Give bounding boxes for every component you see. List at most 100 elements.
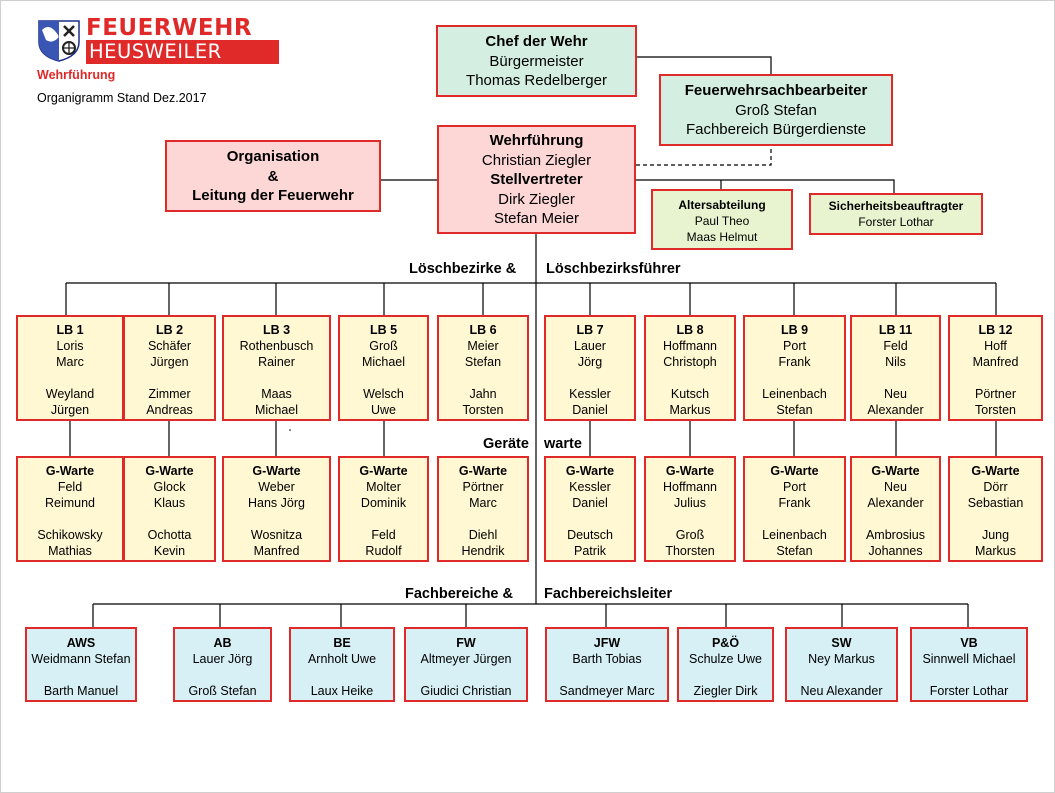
- altersabteilung-member-1: Paul Theo: [694, 214, 750, 228]
- coat-of-arms-icon: [38, 20, 80, 62]
- logo-brand-town: HEUSWEILER: [86, 40, 279, 64]
- fachbereich-deputy: Giudici Christian: [420, 684, 512, 698]
- page-subtitle: Wehrführung: [37, 68, 116, 82]
- leader-surname: Molter: [366, 480, 401, 494]
- spacer: [852, 370, 939, 386]
- deputy-firstname: Manfred: [253, 544, 300, 558]
- leader-firstname: Alexander: [867, 496, 924, 510]
- district-id: LB 5: [369, 323, 398, 337]
- district-id: LB 6: [469, 323, 497, 337]
- fachbereich-deputy: Barth Manuel: [43, 684, 119, 698]
- wehrfuehrung-leader: Christian Ziegler: [481, 151, 592, 169]
- leader-firstname: Klaus: [153, 496, 186, 510]
- leader-surname: Port: [783, 480, 806, 494]
- deputy-surname: Wosnitza: [250, 528, 303, 542]
- geraete-label: Geräte: [483, 436, 529, 452]
- deputy-surname: Kessler: [569, 387, 611, 401]
- deputy-surname: Schikowsky: [37, 528, 103, 542]
- chef-box: Chef der Wehr Bürgermeister Thomas Redel…: [436, 25, 637, 97]
- fachbereich-deputy: Ziegler Dirk: [693, 684, 758, 698]
- leader-firstname: Julius: [674, 496, 706, 510]
- district-id: LB 11: [878, 323, 913, 337]
- spacer: [224, 370, 329, 386]
- fachbereich-leader: Ney Markus: [808, 652, 875, 666]
- leader-surname: Kessler: [569, 480, 611, 494]
- deputy-surname: Leinenbach: [762, 387, 827, 401]
- deputy-firstname: Uwe: [370, 403, 396, 417]
- fachbereichsleiter-label: Fachbereichsleiter: [544, 586, 673, 602]
- fachbereich-leader: Schulze Uwe: [689, 652, 762, 666]
- spacer: [125, 370, 214, 386]
- unit-title: G-Warte: [145, 464, 194, 478]
- altersabteilung-box: Altersabteilung Paul Theo Maas Helmut: [651, 189, 793, 250]
- leader-surname: Meier: [467, 339, 499, 353]
- altersabteilung-member-2: Maas Helmut: [686, 230, 758, 244]
- spacer: [950, 370, 1041, 386]
- wehrfuehrung-title: Wehrführung: [489, 132, 584, 149]
- fachbereich-leader: Altmeyer Jürgen: [420, 652, 512, 666]
- leader-firstname: Hans Jörg: [248, 496, 305, 510]
- fachbereich-leader: Arnholt Uwe: [307, 652, 377, 666]
- fachbereich-id: AB: [213, 636, 232, 650]
- district-id: LB 8: [676, 323, 704, 337]
- deputy-surname: Kutsch: [670, 387, 710, 401]
- loeschbezirksfuehrer-label: Löschbezirksführer: [546, 261, 681, 277]
- leader-firstname: Daniel: [572, 496, 608, 510]
- spacer: [439, 511, 527, 527]
- deputy-firstname: Jürgen: [50, 403, 90, 417]
- unit-title: G-Warte: [359, 464, 408, 478]
- unit-title: G-Warte: [971, 464, 1020, 478]
- spacer: [547, 667, 667, 683]
- unit-title: G-Warte: [45, 464, 95, 478]
- fachbereich-deputy: Sandmeyer Marc: [559, 684, 655, 698]
- document-date: Organigramm Stand Dez.2017: [37, 91, 207, 105]
- deputy-surname: Ambrosius: [865, 528, 926, 542]
- logo-brand: FEUERWEHR: [86, 15, 253, 41]
- leader-firstname: Nils: [885, 355, 906, 369]
- sicherheit-name: Forster Lothar: [858, 215, 934, 229]
- deputy-surname: Diehl: [468, 528, 498, 542]
- fachbereich-id: BE: [333, 636, 351, 650]
- fachbereich-deputy: Forster Lothar: [929, 684, 1009, 698]
- deputy-surname: Welsch: [363, 387, 404, 401]
- leader-surname: Feld: [57, 480, 83, 494]
- fachbereich-leader: Barth Tobias: [572, 652, 642, 666]
- leader-surname: Hoffmann: [663, 480, 717, 494]
- leader-firstname: Reimund: [44, 496, 96, 510]
- organisation-line2: &: [267, 167, 279, 185]
- deputy-1: Dirk Ziegler: [498, 190, 575, 208]
- unit-title: G-Warte: [665, 464, 715, 478]
- sachbearbeiter-department: Fachbereich Bürgerdienste: [685, 121, 867, 138]
- chef-title: Chef der Wehr: [485, 33, 588, 50]
- deputy-firstname: Stefan: [776, 544, 813, 558]
- spacer: [646, 511, 734, 527]
- deputy-firstname: Michael: [254, 403, 299, 417]
- unit-title: G-Warte: [770, 464, 819, 478]
- spacer: [950, 511, 1041, 527]
- deputy-surname: Neu: [884, 387, 907, 401]
- deputy-firstname: Torsten: [462, 403, 504, 417]
- leader-firstname: Jörg: [577, 355, 603, 369]
- unit-title: G-Warte: [871, 464, 920, 478]
- deputy-2: Stefan Meier: [493, 210, 580, 227]
- leader-surname: Lauer: [574, 339, 606, 353]
- unit-title: G-Warte: [252, 464, 301, 478]
- spacer: [18, 511, 122, 527]
- fachbereich-id: AWS: [66, 636, 96, 650]
